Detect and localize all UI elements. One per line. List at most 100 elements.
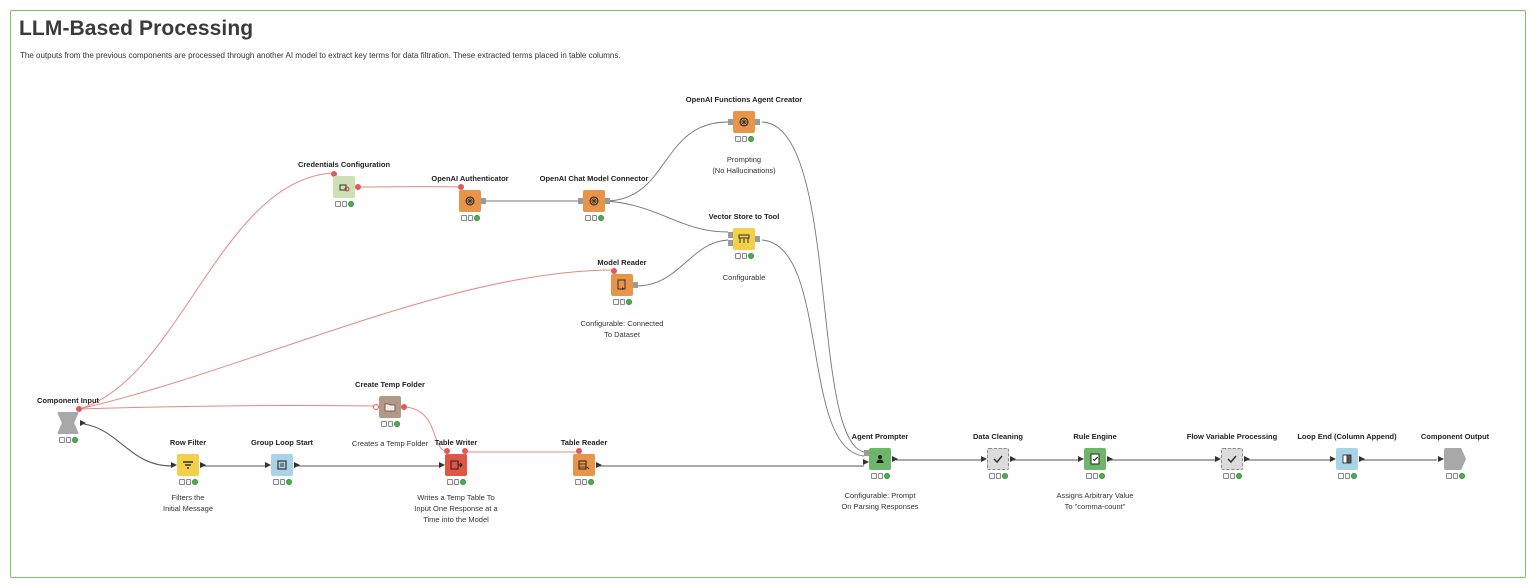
input-port[interactable] xyxy=(1078,455,1084,462)
node-label: Data Cleaning xyxy=(972,432,1023,441)
input-port[interactable] xyxy=(1330,455,1336,462)
loop-end-icon[interactable] xyxy=(1336,448,1358,470)
node-label: Group Loop Start xyxy=(250,438,314,447)
input-port[interactable] xyxy=(863,459,869,465)
output-port[interactable] xyxy=(1010,455,1016,462)
node-status xyxy=(613,299,633,305)
output-port[interactable] xyxy=(605,198,610,204)
openai-icon[interactable] xyxy=(583,190,605,212)
node-label: Component Output xyxy=(1420,432,1490,441)
output-port[interactable] xyxy=(200,461,206,468)
check-icon[interactable] xyxy=(987,448,1009,470)
folder-icon[interactable] xyxy=(379,396,401,418)
rule-engine-icon[interactable] xyxy=(1084,448,1106,470)
node-label: Table Writer xyxy=(434,438,478,447)
flow-variable-in-port[interactable] xyxy=(444,448,450,454)
input-port[interactable] xyxy=(1215,455,1221,462)
output-port[interactable] xyxy=(1359,455,1365,462)
flow-variable-in-port[interactable] xyxy=(458,184,464,190)
output-port[interactable] xyxy=(80,419,86,426)
node-label: Component Input xyxy=(36,396,100,405)
node-status xyxy=(273,479,293,485)
node-label: OpenAI Chat Model Connector xyxy=(539,174,649,183)
output-port[interactable] xyxy=(1244,455,1250,462)
output-port[interactable] xyxy=(892,455,898,462)
input-port[interactable] xyxy=(1438,455,1444,462)
node-label: Row Filter xyxy=(169,438,207,447)
output-port[interactable] xyxy=(481,198,486,204)
node-status xyxy=(1223,473,1243,479)
openai-icon[interactable] xyxy=(733,111,755,133)
input-port[interactable] xyxy=(578,198,583,204)
flow-variable-in-port[interactable] xyxy=(331,171,337,177)
flow-variable-in-port[interactable] xyxy=(373,404,379,410)
output-port[interactable] xyxy=(596,461,602,468)
loop-start-icon[interactable] xyxy=(271,454,293,476)
agent-icon[interactable] xyxy=(869,448,891,470)
input-port[interactable] xyxy=(728,240,733,246)
component-input-icon[interactable] xyxy=(57,412,79,434)
component-output-icon[interactable] xyxy=(1444,448,1466,470)
check-icon[interactable] xyxy=(1221,448,1243,470)
input-port[interactable] xyxy=(265,461,271,468)
node-label: OpenAI Authenticator xyxy=(431,174,509,183)
openai-icon[interactable] xyxy=(459,190,481,212)
node-label: Model Reader xyxy=(597,258,647,267)
node-description: Assigns Arbitrary Value To "comma-count" xyxy=(1056,491,1134,511)
output-port[interactable] xyxy=(755,236,760,242)
output-port[interactable] xyxy=(755,119,760,125)
node-status xyxy=(461,215,481,221)
input-port[interactable] xyxy=(981,455,987,462)
row-filter-icon[interactable] xyxy=(177,454,199,476)
output-port[interactable] xyxy=(1107,455,1113,462)
flow-variable-in-port[interactable] xyxy=(576,448,582,454)
node-label: Create Temp Folder xyxy=(355,380,425,389)
input-port[interactable] xyxy=(864,450,869,456)
node-status xyxy=(735,253,755,259)
flow-variable-in-port[interactable] xyxy=(611,268,617,274)
node-status xyxy=(59,437,79,443)
node-label: OpenAI Functions Agent Creator xyxy=(685,95,803,104)
node-description: Configurable: Prompt On Parsing Response… xyxy=(841,491,919,511)
node-label: Credentials Configuration xyxy=(297,160,391,169)
node-label: Loop End (Column Append) xyxy=(1297,432,1397,441)
output-port[interactable] xyxy=(294,461,300,468)
node-status xyxy=(381,421,401,427)
node-status xyxy=(1446,473,1466,479)
credentials-icon[interactable] xyxy=(333,176,355,198)
node-status xyxy=(989,473,1009,479)
flow-variable-out-port[interactable] xyxy=(401,404,407,410)
vector-store-icon[interactable] xyxy=(733,228,755,250)
node-label: Flow Variable Processing xyxy=(1186,432,1278,441)
input-port[interactable] xyxy=(439,461,445,468)
node-status xyxy=(575,479,595,485)
table-writer-icon[interactable] xyxy=(445,454,467,476)
node-status xyxy=(179,479,199,485)
page-title: LLM-Based Processing xyxy=(19,17,254,40)
model-reader-icon[interactable] xyxy=(611,274,633,296)
node-status xyxy=(335,201,355,207)
node-description: Writes a Temp Table To Input One Respons… xyxy=(414,493,498,524)
node-description: Filters the Initial Message xyxy=(162,493,214,513)
node-status xyxy=(735,136,755,142)
input-port[interactable] xyxy=(728,232,733,238)
table-reader-icon[interactable] xyxy=(573,454,595,476)
input-port[interactable] xyxy=(728,119,733,125)
node-status xyxy=(585,215,605,221)
node-label: Rule Engine xyxy=(1073,432,1117,441)
flow-variable-out-port[interactable] xyxy=(355,184,361,190)
page-description: The outputs from the previous components… xyxy=(20,51,621,60)
node-status xyxy=(1338,473,1358,479)
flow-variable-port[interactable] xyxy=(76,406,82,412)
node-description: Creates a Temp Folder xyxy=(351,439,429,448)
node-status xyxy=(1086,473,1106,479)
output-port[interactable] xyxy=(633,282,638,288)
node-description: Configurable xyxy=(722,273,766,282)
node-description: Prompting (No Hallucinations) xyxy=(712,155,776,175)
node-label: Agent Prompter xyxy=(851,432,909,441)
input-port[interactable] xyxy=(171,461,177,468)
flow-variable-out-port[interactable] xyxy=(462,448,468,454)
node-label: Vector Store to Tool xyxy=(708,212,780,221)
node-description: Configurable: Connected To Dataset xyxy=(580,319,664,339)
node-status xyxy=(447,479,467,485)
